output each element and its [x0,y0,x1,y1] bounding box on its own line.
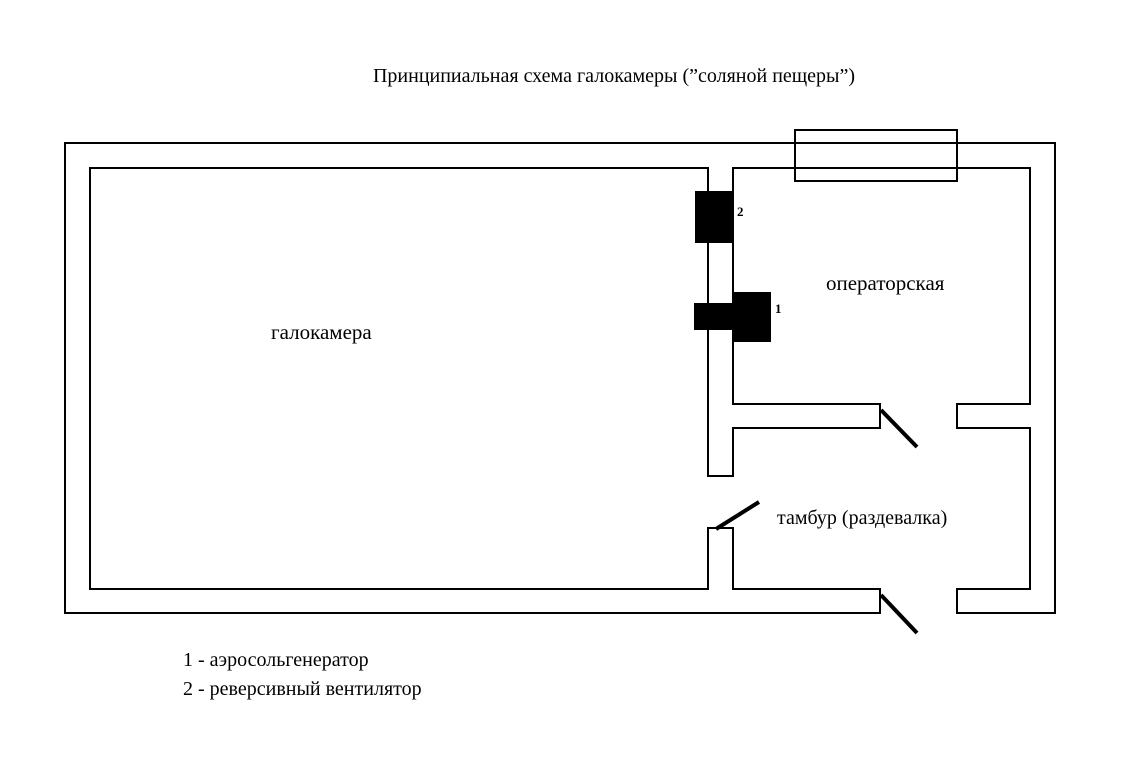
fan-number-label: 2 [737,204,744,219]
outer-wall-outer-line [64,142,1056,614]
diagram-title: Принципиальная схема галокамеры (”соляно… [373,65,855,87]
door-halochamber [714,500,761,531]
aerosol-generator-number-label: 1 [775,301,782,316]
room-label-halochamber: галокамера [271,320,372,344]
aerosol-generator-body [732,292,771,342]
room-label-operator: операторская [826,271,945,295]
room-label-vestibule: тамбур (раздевалка) [777,507,947,529]
door-entrance [879,593,919,635]
legend-item-1: 1 - аэросольгенератор [183,649,369,671]
aerosol-generator-nozzle [694,303,734,330]
reversible-fan [695,191,733,243]
window [794,129,958,182]
legend-item-2: 2 - реверсивный вентилятор [183,678,422,700]
door-operator-room [879,408,919,449]
